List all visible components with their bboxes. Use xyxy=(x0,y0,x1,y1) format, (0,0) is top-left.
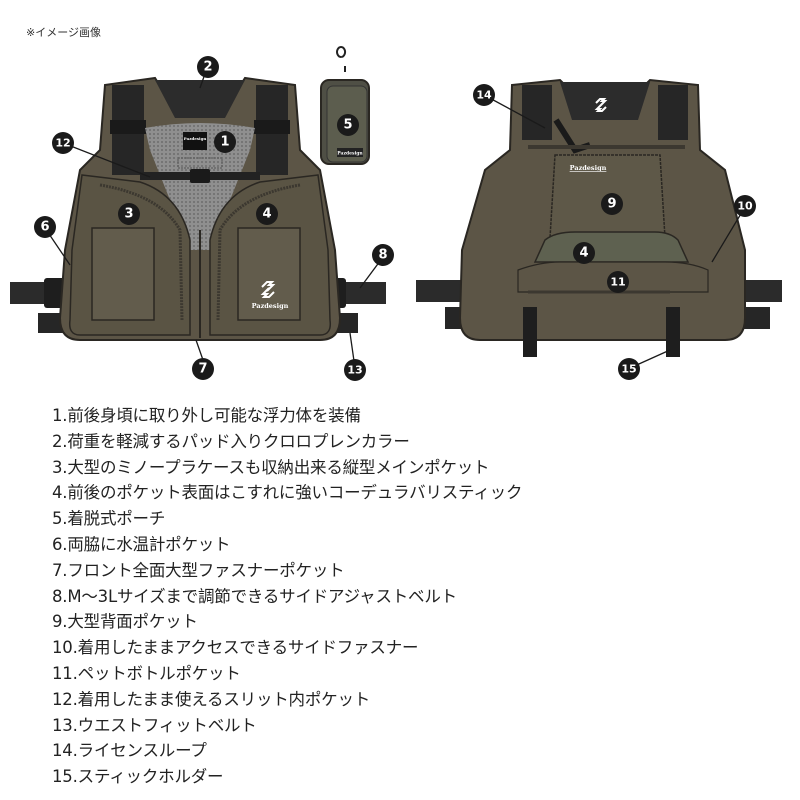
svg-text:14: 14 xyxy=(476,89,492,102)
callout-10: 10 xyxy=(734,195,756,217)
pouch-label xyxy=(337,148,363,157)
feature-item: 3.大型のミノープラケースも収納出来る縦型メインポケット xyxy=(52,457,490,477)
feature-item: 5.着脱式ポーチ xyxy=(52,509,166,529)
back-logo-text: Pazdesign xyxy=(570,164,607,172)
callout-8: 8 xyxy=(372,244,394,266)
back-collar-logo-icon xyxy=(594,98,608,112)
front-chest-label-text: Pazdesign xyxy=(184,136,207,141)
svg-text:1: 1 xyxy=(220,135,229,150)
feature-item: 13.ウエストフィットベルト xyxy=(52,715,257,735)
back-shoulder-strap-right xyxy=(658,85,688,140)
front-strap-buckle-right xyxy=(254,120,290,134)
back-cordura-panel xyxy=(533,231,690,263)
svg-text:5: 5 xyxy=(343,118,352,133)
callout-3: 3 xyxy=(118,203,140,225)
front-brand-logo: Pazdesign xyxy=(252,281,289,310)
feature-item: 4.前後のポケット表面はこすれに強いコーデュラバリスティック xyxy=(52,483,523,503)
feature-item: 11.ペットボトルポケット xyxy=(52,663,241,683)
svg-text:13: 13 xyxy=(347,364,362,377)
feature-item: 2.荷重を軽減するパッド入りクロロプレンカラー xyxy=(52,431,410,451)
svg-text:12: 12 xyxy=(55,137,70,150)
front-pocket-left xyxy=(91,227,155,321)
callout-13: 13 xyxy=(344,359,366,381)
front-zipper-left xyxy=(99,183,184,321)
feature-item: 14.ライセンスループ xyxy=(52,741,207,761)
callouts: 2 1 12 3 4 6 8 7 13 5 14 9 10 4 11 15 xyxy=(34,56,756,381)
feature-list: 1.前後身頃に取り外し可能な浮力体を装備 2.荷重を軽減するパッド入りクロロプレ… xyxy=(52,403,522,790)
callout-12: 12 xyxy=(52,132,74,154)
detachable-pouch: Pazdesign xyxy=(320,46,370,165)
callout-7: 7 xyxy=(192,358,214,380)
feature-item: 9.大型背面ポケット xyxy=(52,612,198,632)
callout-9: 9 xyxy=(601,193,623,215)
svg-text:3: 3 xyxy=(124,207,133,222)
pouch-logo-text: Pazdesign xyxy=(337,151,363,157)
callout-15: 15 xyxy=(618,358,640,380)
svg-text:6: 6 xyxy=(40,220,49,235)
feature-item: 6.両脇に水温計ポケット xyxy=(52,534,231,554)
svg-text:4: 4 xyxy=(579,246,588,261)
feature-item: 10.着用したままアクセスできるサイドファスナー xyxy=(52,638,419,658)
back-stick-holder-right xyxy=(666,307,680,357)
front-strap-buckle-left xyxy=(110,120,146,134)
front-chest-label xyxy=(183,132,207,150)
callout-1: 1 xyxy=(214,131,236,153)
back-vest-view: Pazdesign xyxy=(416,78,782,357)
feature-item: 12.着用したまま使えるスリット内ポケット xyxy=(52,689,371,709)
callout-11: 11 xyxy=(607,271,629,293)
callout-14: 14 xyxy=(473,84,495,106)
back-shoulder-strap-left xyxy=(522,85,552,140)
front-pocket-right xyxy=(237,227,301,321)
svg-text:7: 7 xyxy=(198,362,207,377)
svg-text:11: 11 xyxy=(610,276,625,289)
callout-6: 6 xyxy=(34,216,56,238)
svg-text:4: 4 xyxy=(262,207,271,222)
feature-item: 7.フロント全面大型ファスナーポケット xyxy=(52,560,345,580)
back-stick-holder-left xyxy=(523,307,537,357)
callout-2: 2 xyxy=(197,56,219,78)
svg-text:15: 15 xyxy=(621,363,636,376)
callout-4-back: 4 xyxy=(573,242,595,264)
vest-illustration: Pazdesign Pazdesign Pazdesign xyxy=(10,46,782,381)
front-logo-text: Pazdesign xyxy=(252,302,289,310)
callout-5: 5 xyxy=(337,114,359,136)
svg-text:10: 10 xyxy=(737,200,753,213)
feature-item: 1.前後身頃に取り外し可能な浮力体を装備 xyxy=(52,406,361,425)
svg-text:9: 9 xyxy=(607,197,616,212)
svg-text:8: 8 xyxy=(378,248,387,263)
front-collar-pad xyxy=(155,80,245,118)
front-zipper-right xyxy=(216,183,301,321)
front-vest-view: Pazdesign Pazdesign xyxy=(10,76,386,341)
front-chest-slit xyxy=(177,157,223,169)
svg-text:2: 2 xyxy=(203,60,212,75)
front-mesh-panel xyxy=(145,123,255,250)
image-note: ※イメージ画像 xyxy=(26,26,101,39)
front-chest-buckle xyxy=(190,169,210,183)
feature-item: 8.M～3Lサイズまで調節できるサイドアジャストベルト xyxy=(52,586,457,606)
feature-item: 15.スティックホルダー xyxy=(52,767,224,787)
callout-4-front: 4 xyxy=(256,203,278,225)
pouch-clip xyxy=(336,46,347,72)
